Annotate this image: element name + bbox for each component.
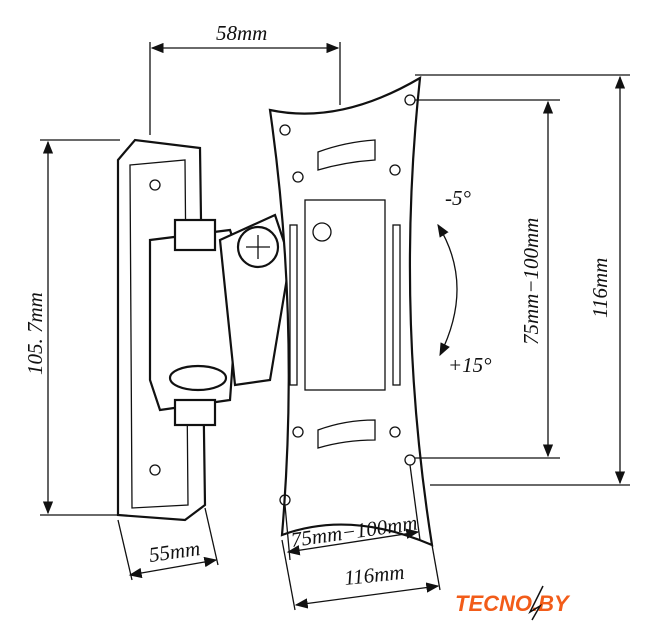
logo-text: TECNO.BY [455, 591, 571, 616]
tv-plate [268, 75, 434, 547]
wall-plate-height-label: 105. 7mm [23, 292, 47, 375]
tecno-logo: TECNO.BY [455, 585, 571, 621]
plate-height-label: 116mm [588, 258, 612, 318]
vesa-vertical-label: 75mm−100mm [519, 218, 543, 345]
wall-plate-width-label: 55mm [147, 536, 201, 567]
tilt-up-label: -5° [445, 186, 471, 210]
arm-depth-label: 58mm [216, 21, 267, 45]
swivel-arm [148, 213, 292, 427]
dimension-lines [40, 42, 630, 611]
tilt-down-label: +15° [448, 353, 492, 377]
plate-width-label: 116mm [343, 560, 405, 590]
